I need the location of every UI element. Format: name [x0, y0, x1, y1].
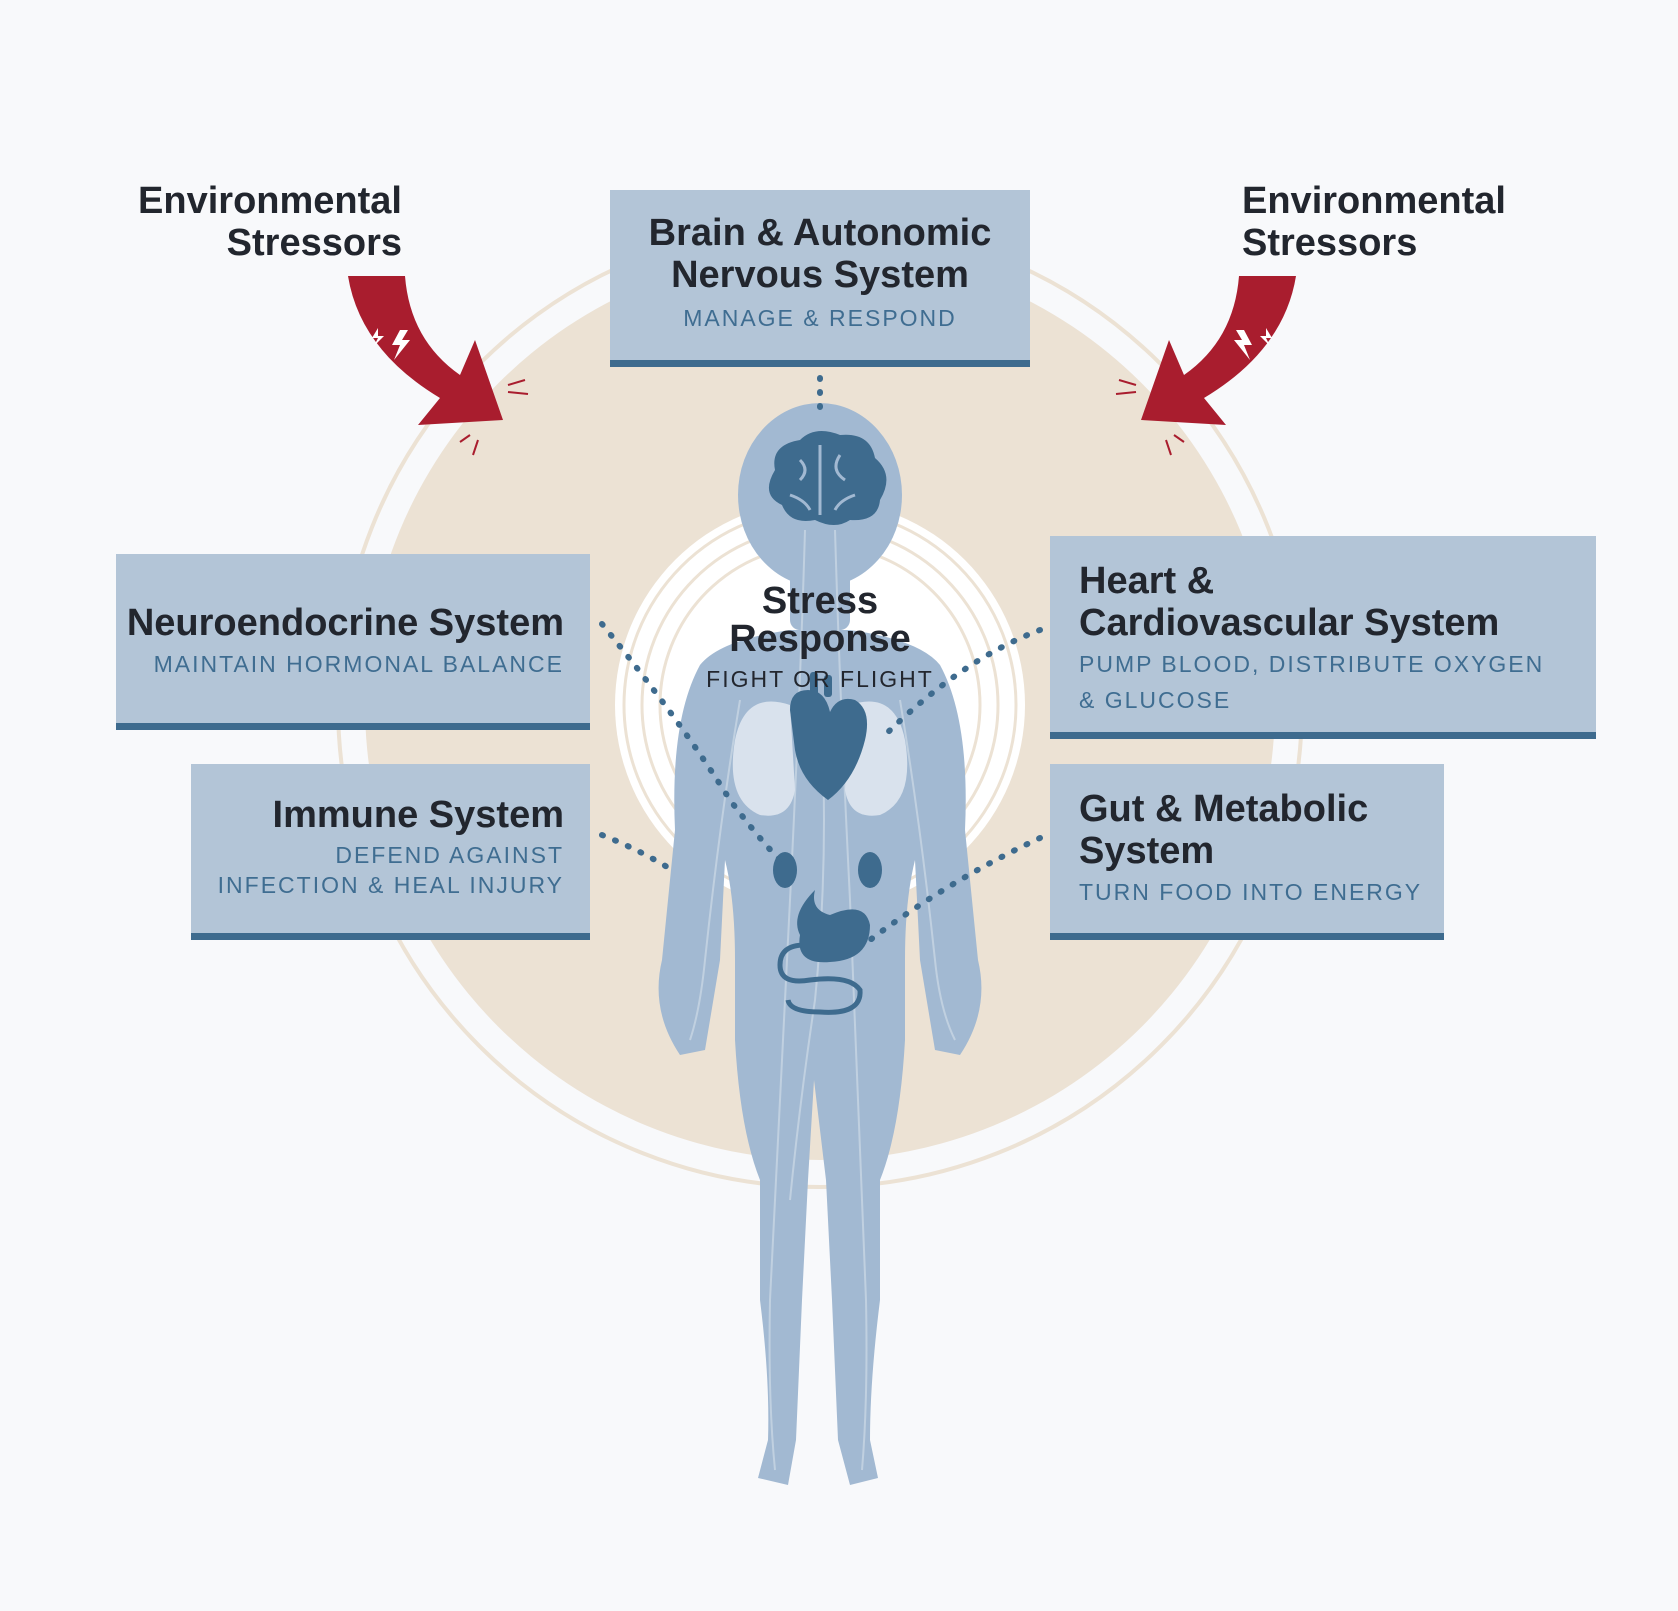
heart-box-title-line-2: Cardiovascular System	[1079, 602, 1500, 644]
heart-box-subtitle-line-2: & GLUCOSE	[1079, 687, 1232, 713]
left-stressor-line-2: Stressors	[226, 222, 402, 264]
gut-box-title-line-2: System	[1079, 830, 1215, 872]
right-kidney-icon	[858, 852, 882, 888]
connector-heart	[877, 627, 1043, 743]
left-impact-marks	[459, 379, 529, 456]
heart-box-title-line-1: Heart &	[1079, 560, 1215, 602]
heart-icon	[790, 672, 868, 800]
brain-box-title-line-1: Brain & Autonomic	[648, 212, 992, 254]
stress-response-subtitle: FIGHT OR FLIGHT	[706, 666, 934, 692]
right-stressor-arrow	[1141, 276, 1296, 425]
brain-box-subtitle: MANAGE & RESPOND	[683, 305, 957, 331]
brain-icon	[768, 431, 887, 525]
right-stressor-label: Environmental Stressors	[1242, 180, 1506, 264]
neck	[790, 560, 850, 630]
left-stressor-arrow	[348, 276, 503, 425]
left-stressor-label: Environmental Stressors	[100, 180, 402, 264]
neuroendocrine-box: Neuroendocrine System MAINTAIN HORMONAL …	[116, 554, 590, 730]
gut-box: Gut & Metabolic System TURN FOOD INTO EN…	[1050, 764, 1444, 940]
left-lightning-icon	[372, 328, 410, 360]
heart-box: Heart & Cardiovascular System PUMP BLOOD…	[1050, 536, 1596, 739]
right-stressor-line-1: Environmental	[1242, 180, 1506, 222]
immune-box-title: Immune System	[272, 794, 564, 836]
heart-box-subtitle-line-1: PUMP BLOOD, DISTRIBUTE OXYGEN	[1079, 651, 1545, 677]
stress-response-label: Stress Response FIGHT OR FLIGHT	[680, 582, 960, 693]
brain-box: Brain & Autonomic Nervous System MANAGE …	[610, 190, 1030, 367]
gut-box-title-line-1: Gut & Metabolic	[1079, 788, 1369, 830]
immune-box-subtitle-line-1: DEFEND AGAINST	[335, 842, 564, 868]
torso-and-arms	[658, 630, 982, 1485]
left-stressor-line-1: Environmental	[138, 180, 402, 222]
connector-gut	[867, 835, 1043, 943]
connector-immune	[599, 832, 675, 873]
immune-box: Immune System DEFEND AGAINST INFECTION &…	[191, 764, 590, 940]
immune-box-subtitle-line-2: INFECTION & HEAL INJURY	[217, 872, 564, 898]
stress-response-title-line-2: Response	[729, 618, 911, 660]
stomach-icon	[777, 890, 870, 1015]
stress-response-title-line-1: Stress	[761, 580, 879, 622]
connector-neuroendocrine	[599, 621, 783, 863]
neuroendocrine-box-subtitle: MAINTAIN HORMONAL BALANCE	[153, 651, 564, 677]
gut-box-subtitle: TURN FOOD INTO ENERGY	[1079, 879, 1423, 905]
right-lightning-icon	[1234, 328, 1272, 360]
right-stressor-line-2: Stressors	[1242, 222, 1418, 264]
connector-dots	[599, 375, 1043, 943]
right-impact-marks	[1115, 379, 1185, 456]
neuroendocrine-box-title: Neuroendocrine System	[126, 602, 564, 644]
brain-box-title-line-2: Nervous System	[671, 254, 969, 296]
